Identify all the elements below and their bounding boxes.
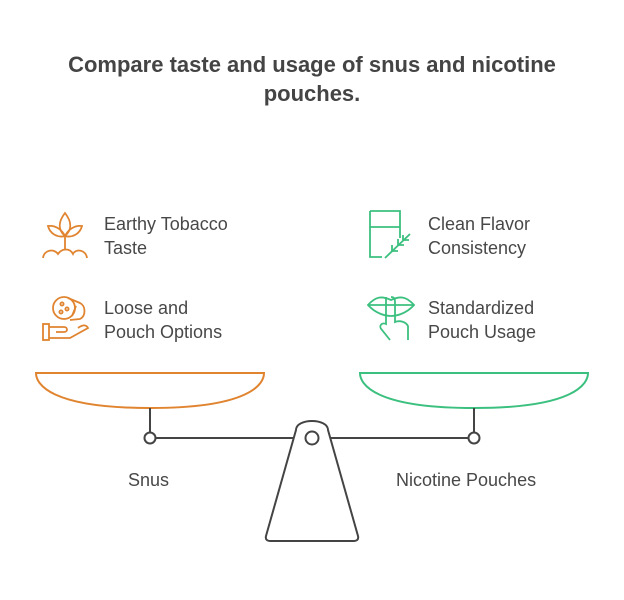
item-line: Standardized [428, 298, 535, 318]
hand-pouch-icon [42, 296, 90, 341]
right-pan [358, 372, 590, 410]
item-line: Consistency [428, 238, 527, 258]
center-pivot [304, 430, 320, 446]
pouch-usage-item: Standardized Pouch Usage [428, 296, 536, 344]
snus-taste-item: Earthy Tobacco Taste [104, 212, 228, 260]
item-line: Clean Flavor [428, 214, 531, 234]
glass-herb-icon [369, 210, 411, 259]
item-line: Pouch Usage [428, 322, 537, 342]
left-pan [34, 372, 266, 410]
right-pivot [467, 431, 481, 445]
snus-usage-item: Loose and Pouch Options [104, 296, 222, 344]
item-line: Earthy Tobacco [104, 214, 228, 234]
nicotine-pouches-label: Nicotine Pouches [396, 470, 537, 490]
item-line: Taste [104, 238, 148, 258]
item-line: Pouch Options [104, 322, 223, 342]
item-line: Loose and [104, 298, 189, 318]
lips-finger-icon [366, 296, 416, 341]
page-title: Compare taste and usage of snus and nico… [68, 52, 556, 106]
snus-label: Snus [128, 470, 170, 490]
pouch-taste-item: Clean Flavor Consistency [428, 212, 530, 260]
left-pivot [143, 431, 157, 445]
stand [264, 420, 360, 542]
sprout-icon [42, 211, 88, 259]
